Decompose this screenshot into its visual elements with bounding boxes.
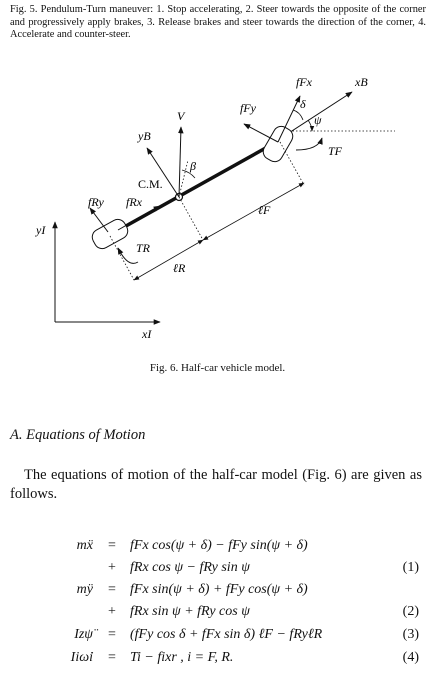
rear-torque-arc [117,247,139,264]
label-lF: ℓF [258,203,271,217]
equation-rhs: fRx cos ψ − fRy sin ψ [130,560,250,575]
equation-relation: + [108,604,116,619]
equation-relation: = [108,582,116,597]
label-cm: C.M. [138,177,163,191]
label-V: V [177,109,186,123]
label-beta: β [189,159,196,173]
label-TF: TF [328,144,343,158]
front-longitudinal-force [277,95,301,143]
front-wheel [262,125,294,163]
label-yI: yI [35,223,46,237]
equation-number: (2) [402,604,419,619]
label-fRy: fRy [88,195,104,209]
equation-rhs: fRx sin ψ + fRy cos ψ [130,604,250,619]
equation-relation: = [108,627,116,642]
equation-lhs: mẍ [76,538,93,553]
lF-perp-front [279,141,305,186]
half-car-diagram: fFx δ xB fFy ψ V yB TF β C.M. fRy fRx ℓF… [35,75,395,341]
label-fFx: fFx [296,75,313,89]
rear-longitudinal-force [117,205,161,231]
equation-row: mẍ = fFx cos(ψ + δ) − fFy sin(ψ + δ) [0,538,435,560]
equation-relation: = [108,538,116,553]
delta-arc [292,109,304,121]
equation-lhs: Iiω̇i [70,650,93,665]
equation-lhs: Izψ̈ [74,627,93,642]
velocity-vector [178,126,184,198]
equation-row: Iiω̇i = Ti − fixr , i = F, R. (4) [0,650,435,672]
equation-number: (4) [402,650,419,665]
label-TR: TR [136,241,151,255]
figure-6-caption: Fig. 6. Half-car vehicle model. [149,362,286,374]
label-psi: ψ [314,113,322,127]
lF-dimension [202,182,305,241]
equation-rhs: fFx sin(ψ + δ) + fFy cos(ψ + δ) [130,582,308,597]
body-y-axis [146,147,180,198]
equation-rhs: Ti − fixr , i = F, R. [130,650,234,665]
equation-number: (1) [402,560,419,575]
label-fRx: fRx [126,195,143,209]
intro-paragraph: The equations of motion of the half-car … [10,467,422,502]
psi-arc [307,119,315,132]
label-xB: xB [354,75,368,89]
beta-arc [181,169,196,179]
front-torque-arc [295,137,323,151]
equation-relation: + [108,560,116,575]
front-lateral-force [243,123,279,143]
equation-rhs: fFx cos(ψ + δ) − fFy sin(ψ + δ) [130,538,308,553]
lR-perp-rear [109,235,135,281]
equation-row: + fRx cos ψ − fRy sin ψ (1) [0,560,435,582]
equation-row: mÿ = fFx sin(ψ + δ) + fFy cos(ψ + δ) [0,582,435,604]
equation-relation: = [108,650,116,665]
vehicle-body-line [107,138,281,238]
equation-row: Izψ̈ = (fFy cos δ + fFx sin δ) ℓF − fRyℓ… [0,627,435,649]
label-delta: δ [300,97,306,111]
label-xI: xI [141,327,152,341]
equation-lhs: mÿ [76,582,93,597]
rear-lateral-force [89,207,109,233]
equation-number: (3) [402,627,419,642]
equation-rhs: (fFy cos δ + fFx sin δ) ℓF − fRyℓR [130,627,323,642]
rear-wheel [91,218,129,250]
lR-dimension [133,239,204,281]
equation-row: + fRx sin ψ + fRy cos ψ (2) [0,604,435,626]
figure-5-caption: Fig. 5. Pendulum-Turn maneuver: 1. Stop … [10,4,426,41]
label-yB: yB [137,129,151,143]
label-lR: ℓR [173,261,186,275]
section-title: A. Equations of Motion [10,427,146,443]
label-fFy: fFy [240,101,257,115]
beta-reference-line [178,159,189,198]
lR-perp-cm [178,196,204,241]
